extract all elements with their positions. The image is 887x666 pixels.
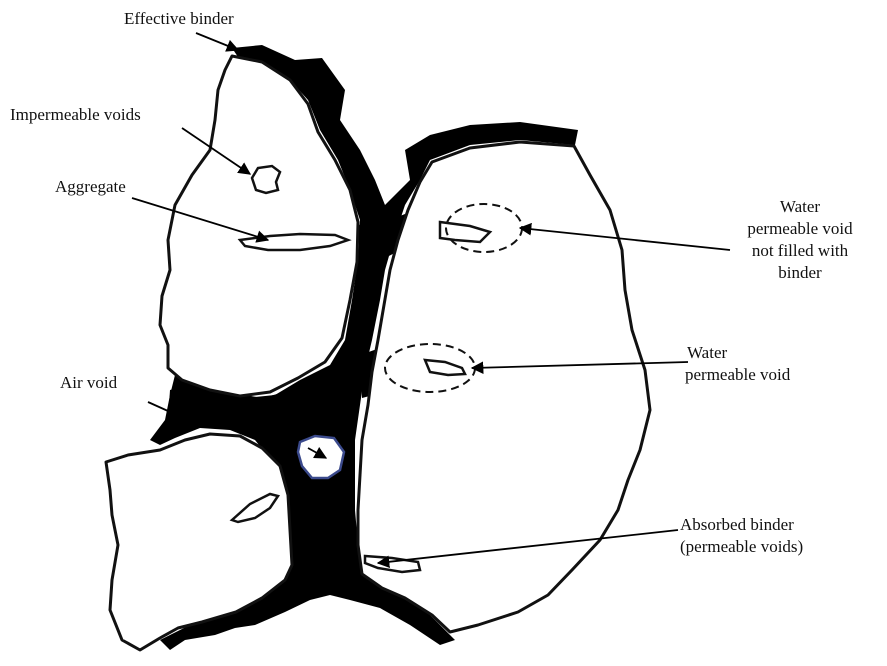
arrow-absorbed-binder (376, 529, 679, 569)
arrow-aggregate (131, 197, 270, 243)
aggregate-lower-left (104, 432, 294, 652)
label-impermeable-voids: Impermeable voids (10, 105, 141, 124)
label-effective-binder: Effective binder (124, 9, 234, 28)
aggregates (104, 54, 652, 652)
impermeable-void (250, 164, 282, 195)
aggregate-upper-left (158, 54, 360, 398)
label-line: binder (778, 263, 822, 282)
label-water-permeable-void: Water permeable void (685, 342, 790, 386)
label-line: Absorbed binder (680, 515, 794, 534)
label-line: not filled with (751, 241, 849, 260)
arrow-air-void-inner (307, 446, 328, 459)
binder-left-wedge (168, 382, 300, 440)
label-water-permeable-void-not-filled: Water permeable void not filled with bin… (730, 196, 870, 284)
label-line: Water (779, 197, 821, 216)
binder-top (150, 45, 578, 650)
arrow-air-void (147, 401, 190, 422)
label-line: permeable void (685, 365, 791, 384)
arrow-effective-binder (195, 32, 240, 52)
permeable-void-lower-left (229, 492, 281, 524)
label-line: Water (687, 343, 728, 362)
arrow-impermeable-voids (181, 127, 252, 175)
label-aggregate: Aggregate (55, 177, 126, 196)
label-line: permeable void (747, 219, 853, 238)
voids (229, 164, 493, 574)
label-absorbed-binder: Absorbed binder (permeable voids) (680, 514, 803, 558)
aggregate-right (356, 140, 652, 634)
permeable-void-water (423, 358, 467, 377)
label-air-void: Air void (60, 373, 118, 392)
leader-arrows (131, 32, 731, 569)
arrow-water-permeable-void-unfilled (518, 222, 731, 251)
permeable-void-unfilled (438, 220, 493, 244)
label-line: (permeable voids) (680, 537, 804, 556)
arrow-water-permeable-void (470, 361, 689, 374)
